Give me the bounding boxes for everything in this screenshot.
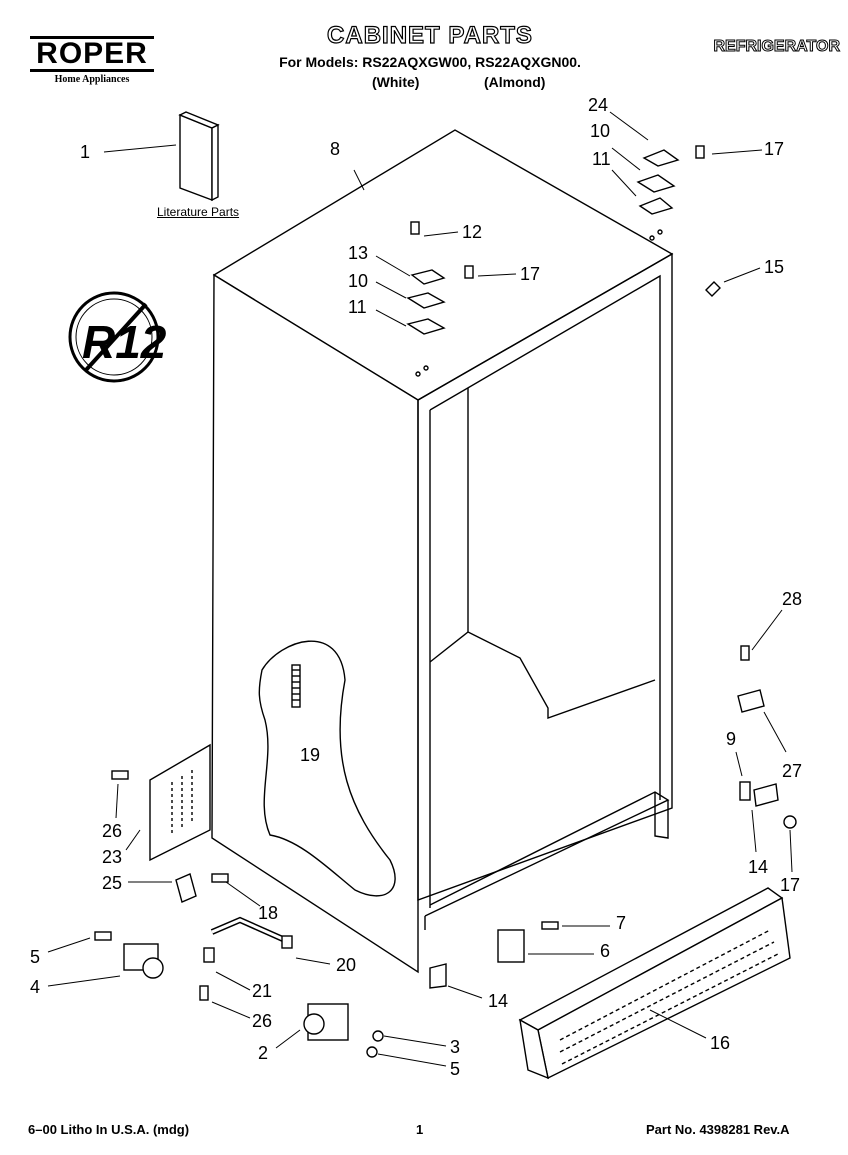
lower-hinge-parts-right	[737, 645, 797, 829]
callout-leaders	[47, 111, 793, 1067]
callout-number: 11	[348, 297, 367, 317]
part-number: Part No. 4398281 Rev.A	[646, 1122, 790, 1137]
footer-print-info: 6–00 Litho In U.S.A. (mdg)	[28, 1122, 190, 1137]
page-title: CABINET PARTS	[326, 21, 533, 49]
callout-number: 5	[30, 947, 41, 967]
color-almond: (Almond)	[484, 74, 546, 90]
callout-number: 1	[80, 142, 91, 162]
roper-logo: ROPER Home Appliances	[30, 36, 154, 85]
color-white: (White)	[372, 74, 420, 90]
literature-parts-label: Literature Parts	[157, 205, 240, 219]
bottom-parts	[429, 921, 559, 989]
callout-number: 21	[252, 981, 273, 1001]
r12-prohibited-symbol: R12	[68, 291, 167, 383]
callout-number: 8	[330, 139, 341, 159]
right-hinge-assembly	[636, 145, 721, 297]
drain-tube	[291, 664, 301, 708]
callout-number: 19	[300, 745, 321, 765]
callout-number: 17	[780, 875, 801, 895]
callout-number: 6	[600, 941, 611, 961]
center-hinge-assembly	[406, 221, 474, 377]
callout-number: 17	[520, 264, 541, 284]
callout-number: 18	[258, 903, 279, 923]
callout-number: 14	[488, 991, 509, 1011]
literature-booklet	[178, 111, 220, 202]
callout-number: 12	[462, 222, 483, 242]
models-line: For Models: RS22AQXGW00, RS22AQXGN00.	[279, 54, 581, 70]
callout-number: 15	[764, 257, 785, 277]
callout-number: 28	[782, 589, 803, 609]
callout-number: 3	[450, 1037, 461, 1057]
callout-number: 17	[764, 139, 785, 159]
callout-number: 5	[450, 1059, 461, 1079]
callout-number: 26	[102, 821, 123, 841]
callout-number: 16	[710, 1033, 731, 1053]
callout-number: 10	[590, 121, 611, 141]
callout-number: 13	[348, 243, 369, 263]
callout-number: 11	[592, 149, 611, 169]
callout-number: 14	[748, 857, 769, 877]
category-title: REFRIGERATOR	[713, 38, 841, 56]
callout-number: 26	[252, 1011, 273, 1031]
callout-number: 2	[258, 1043, 269, 1063]
callout-number: 24	[588, 95, 609, 115]
callout-number: 7	[616, 913, 627, 933]
callout-number: 23	[102, 847, 123, 867]
callout-number: 20	[336, 955, 357, 975]
left-panel-parts	[94, 743, 384, 1058]
base-grille	[518, 887, 791, 1080]
callout-number: 9	[726, 729, 737, 749]
callout-number: 27	[782, 761, 803, 781]
callout-number: 25	[102, 873, 123, 893]
page-number: 1	[416, 1122, 424, 1137]
callout-number: 4	[30, 977, 41, 997]
brand-subtitle: Home Appliances	[54, 74, 130, 85]
brand-name: ROPER	[30, 36, 154, 72]
cabinet-body	[211, 129, 674, 974]
callout-number: 10	[348, 271, 369, 291]
